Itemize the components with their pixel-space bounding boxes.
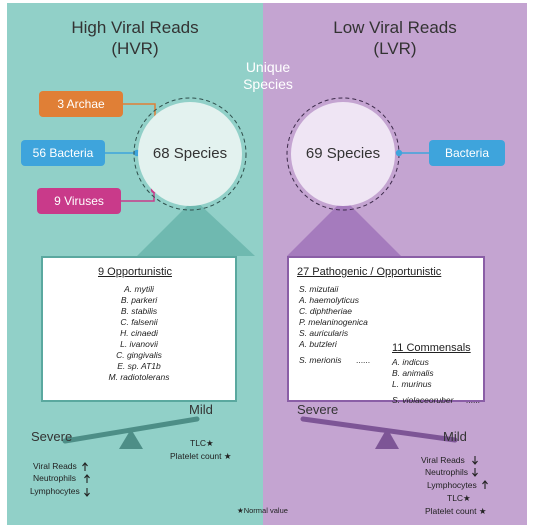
arrow-down-icon xyxy=(472,456,478,465)
lvr-species-count: 69 Species xyxy=(305,145,381,162)
figure: High Viral Reads (HVR) Low Viral Reads (… xyxy=(7,3,527,525)
lvr-seesaw-fulcrum xyxy=(375,428,399,449)
list-item: B. parkeri xyxy=(120,295,158,305)
arrow-down-icon xyxy=(84,488,90,497)
hvr-seesaw-fulcrum xyxy=(119,429,143,449)
list-item: C. diphtheriae xyxy=(299,306,352,316)
lvr-platelet: Platelet count ★ xyxy=(425,506,487,516)
hvr-species-circle xyxy=(138,102,242,206)
lvr-viral-reads: Viral Reads xyxy=(421,455,465,465)
lvr-neutrophils: Neutrophils xyxy=(425,467,468,477)
hvr-species-count: 68 Species xyxy=(152,145,228,162)
lvr-pathogenic-box: 27 Pathogenic / Opportunistic S. mizutai… xyxy=(287,256,485,405)
list-item: B. animalis xyxy=(392,368,434,378)
list-item: L. ivanovii xyxy=(120,339,158,349)
lvr-species-circle xyxy=(291,102,395,206)
list-item: B. stabilis xyxy=(120,306,158,316)
viruses-pill: 9 Viruses xyxy=(37,188,121,214)
hvr-severe-label: Severe xyxy=(31,429,73,444)
hvr-tlc: TLC★ xyxy=(190,438,214,448)
hvr-viral-reads: Viral Reads xyxy=(33,461,77,471)
species-name: S. violaceoruber xyxy=(392,395,454,405)
arrow-down-icon xyxy=(472,468,478,477)
list-item-last: S. merionis ...... xyxy=(299,350,370,368)
list-item: A. haemolyticus xyxy=(299,295,359,305)
diagram-shapes xyxy=(62,97,488,497)
hvr-title: High Viral Reads (HVR) xyxy=(35,17,235,59)
arrow-up-icon xyxy=(84,474,90,483)
unique-line2: Species xyxy=(243,76,293,92)
arrow-up-icon xyxy=(82,462,88,471)
list-item: H. cinaedi xyxy=(120,328,158,338)
lvr-box-header: 27 Pathogenic / Opportunistic xyxy=(297,266,442,278)
list-item: A. mytili xyxy=(124,284,154,294)
viruses-connector xyxy=(121,190,155,202)
lvr-title: Low Viral Reads (LVR) xyxy=(295,17,495,59)
list-item: A. butzleri xyxy=(299,339,337,349)
hvr-species-list: A. mytili B. parkeri B. stabilis C. fals… xyxy=(43,284,235,383)
lvr-species-list: S. mizutaii A. haemolyticus C. diphtheri… xyxy=(299,284,370,368)
lvr-title-line1: Low Viral Reads xyxy=(333,18,457,37)
list-item: M. radiotolerans xyxy=(108,372,170,382)
commensals-header: 11 Commensals xyxy=(392,342,471,354)
list-item: A. indicus xyxy=(392,357,429,367)
hvr-platelet: Platelet count ★ xyxy=(170,451,232,461)
unique-species-label: Unique Species xyxy=(213,59,323,93)
lvr-title-line2: (LVR) xyxy=(373,39,417,58)
list-item: C. gingivalis xyxy=(116,350,162,360)
archae-pill: 3 Archae xyxy=(39,91,123,117)
hvr-lymphocytes: Lymphocytes xyxy=(30,486,80,496)
list-item: C. falsenii xyxy=(120,317,158,327)
arrow-up-icon xyxy=(482,480,488,489)
list-item: L. murinus xyxy=(392,379,432,389)
hvr-box-header: 9 Opportunistic xyxy=(98,266,172,278)
archae-connector xyxy=(123,103,156,120)
hvr-title-line1: High Viral Reads xyxy=(71,18,199,37)
hvr-title-line2: (HVR) xyxy=(111,39,159,58)
lvr-seesaw-beam xyxy=(300,416,458,443)
ellipsis: ...... xyxy=(465,395,481,405)
lvr-severe-label: Severe xyxy=(297,402,339,417)
ellipsis: ...... xyxy=(355,355,371,365)
lvr-lymphocytes: Lymphocytes xyxy=(427,480,477,490)
hvr-cone xyxy=(137,199,255,256)
lvr-bacteria-pill: Bacteria xyxy=(429,140,505,166)
list-item: S. mizutaii xyxy=(299,284,339,294)
hvr-mild-label: Mild xyxy=(189,402,213,417)
hvr-opportunistic-box: 9 Opportunistic A. mytili B. parkeri B. … xyxy=(41,256,237,402)
unique-line1: Unique xyxy=(245,59,291,75)
lvr-cone xyxy=(287,199,401,256)
lvr-mild-label: Mild xyxy=(443,429,467,444)
hvr-neutrophils: Neutrophils xyxy=(33,473,76,483)
lvr-tlc: TLC★ xyxy=(447,493,471,503)
list-item-last: S. violaceoruber ...... xyxy=(392,390,480,408)
lvr-bacteria-dot xyxy=(395,149,403,157)
species-name: S. merionis xyxy=(299,355,342,365)
bacteria-pill: 56 Bacteria xyxy=(21,140,105,166)
list-item: S. auricularis xyxy=(299,328,349,338)
list-item: E. sp. AT1b xyxy=(117,361,161,371)
footnote: ★Normal value xyxy=(237,506,288,515)
commensal-list: A. indicus B. animalis L. murinus S. vio… xyxy=(392,357,480,408)
list-item: P. melaninogenica xyxy=(299,317,368,327)
